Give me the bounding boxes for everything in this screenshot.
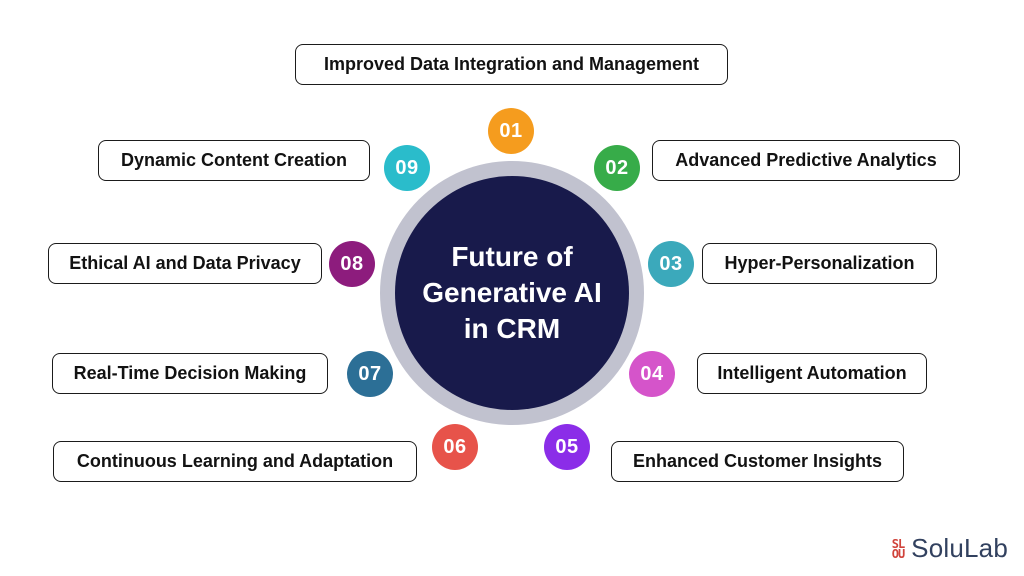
- item-05-number-badge: 05: [544, 424, 590, 470]
- item-08-number-badge: 08: [329, 241, 375, 287]
- brand-name: SoluLab: [911, 533, 1008, 563]
- item-06-number-badge: 06: [432, 424, 478, 470]
- item-02-number-badge: 02: [594, 145, 640, 191]
- item-01-label: Improved Data Integration and Management: [323, 54, 700, 74]
- item-04-number-badge: 04: [629, 351, 675, 397]
- item-01-label-box: Improved Data Integration and Management: [295, 44, 728, 85]
- item-03-label: Hyper-Personalization: [724, 253, 915, 273]
- item-09-number-badge: 09: [384, 145, 430, 191]
- item-09-label: Dynamic Content Creation: [120, 150, 348, 170]
- solulab-logo-icon: SL OU: [891, 536, 905, 561]
- item-03-number-badge: 03: [648, 241, 694, 287]
- center-ring: Future of Generative AI in CRM: [380, 161, 644, 425]
- solulab-logo-icon-bottom: OU: [891, 546, 905, 561]
- center-title-line-1: Future of: [451, 241, 573, 272]
- item-09-label-box: Dynamic Content Creation: [98, 140, 370, 181]
- item-05-label-box: Enhanced Customer Insights: [611, 441, 904, 482]
- solulab-logo-icon-top: SL: [891, 536, 905, 551]
- item-04-label-box: Intelligent Automation: [697, 353, 927, 394]
- item-06-label-box: Continuous Learning and Adaptation: [53, 441, 417, 482]
- center-title-line-2: Generative AI: [422, 277, 602, 308]
- center-title: Future of Generative AI in CRM: [422, 239, 601, 347]
- item-03-label-box: Hyper-Personalization: [702, 243, 937, 284]
- brand-logo: SL OU SoluLab: [892, 533, 1008, 564]
- item-01-number-badge: 01: [488, 108, 534, 154]
- item-07-label: Real-Time Decision Making: [73, 363, 307, 383]
- item-02-label: Advanced Predictive Analytics: [675, 150, 937, 170]
- item-02-label-box: Advanced Predictive Analytics: [652, 140, 960, 181]
- item-08-label: Ethical AI and Data Privacy: [69, 253, 301, 273]
- item-07-label-box: Real-Time Decision Making: [52, 353, 328, 394]
- item-06-label: Continuous Learning and Adaptation: [76, 451, 394, 471]
- item-08-label-box: Ethical AI and Data Privacy: [48, 243, 322, 284]
- item-04-label: Intelligent Automation: [717, 363, 907, 383]
- item-07-number-badge: 07: [347, 351, 393, 397]
- center-title-line-3: in CRM: [463, 313, 561, 344]
- center-circle: Future of Generative AI in CRM: [395, 176, 629, 410]
- item-05-label: Enhanced Customer Insights: [632, 451, 883, 471]
